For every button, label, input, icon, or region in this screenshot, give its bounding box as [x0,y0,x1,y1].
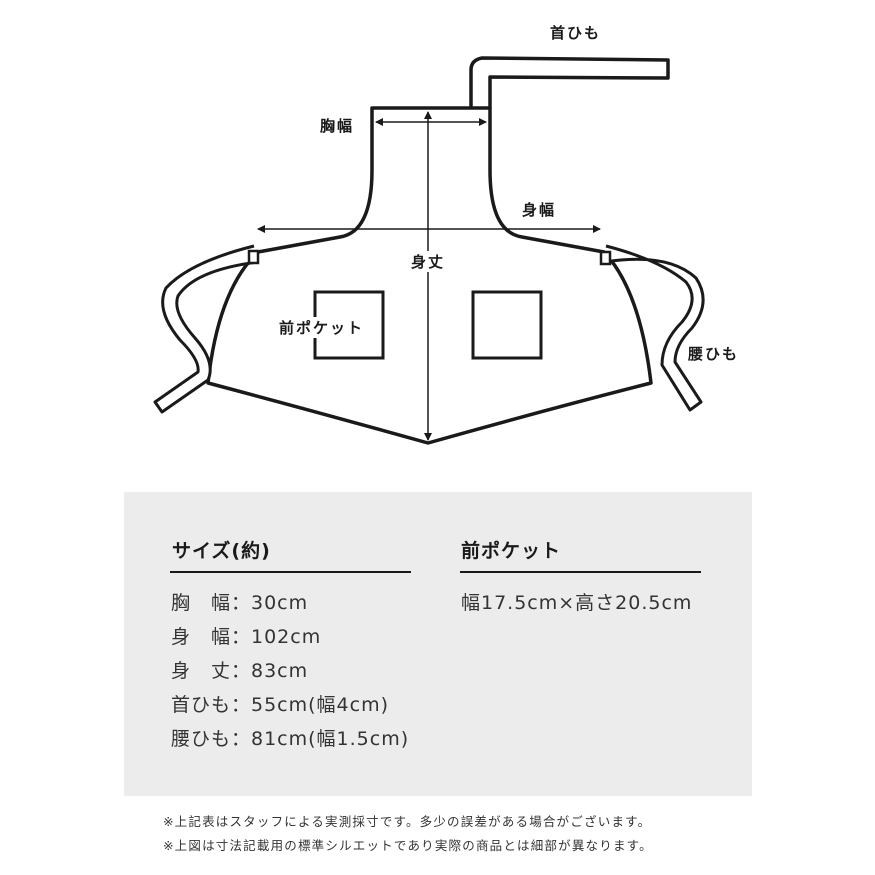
size-row-body-width: 身 幅：102cm [171,626,322,648]
neck-strap-label: 首ひも [550,24,602,42]
size-row-chest: 胸 幅：30cm [171,592,309,614]
sizes-divider [170,571,411,573]
front-pocket-label: 前ポケット [276,317,368,338]
apron-diagram [153,56,705,445]
neck-strap [469,56,670,108]
body-width-label: 身幅 [522,201,557,219]
pocket-title: 前ポケット [461,540,562,562]
note-measurement: ※上記表はスタッフによる実測採寸です。多少の誤差がある場合がございます。 [163,814,652,829]
pocket-size-value: 幅17.5cm×高さ20.5cm [461,592,693,614]
chest-width-label: 胸幅 [320,117,355,135]
sizes-title: サイズ(約) [172,540,271,562]
size-panel: サイズ(約) 胸 幅：30cm 身 幅：102cm 身 丈：83cm 首ひも：5… [124,492,752,796]
apron-body [206,106,653,445]
right-pocket [471,290,543,360]
waist-strap-label: 腰ひも [688,345,740,363]
size-row-neck-strap: 首ひも：55cm(幅4cm) [171,694,389,716]
note-silhouette: ※上図は寸法記載用の標準シルエットであり実際の商品とは細部が異なります。 [163,838,653,853]
pocket-divider [460,571,701,573]
right-strap-loop [599,250,612,266]
size-row-length: 身 丈：83cm [171,660,309,682]
left-strap-loop [247,249,260,265]
right-waist-strap [603,244,705,412]
left-waist-strap [153,244,259,414]
size-row-waist-strap: 腰ひも：81cm(幅1.5cm) [171,728,410,750]
length-label: 身丈 [408,251,449,272]
